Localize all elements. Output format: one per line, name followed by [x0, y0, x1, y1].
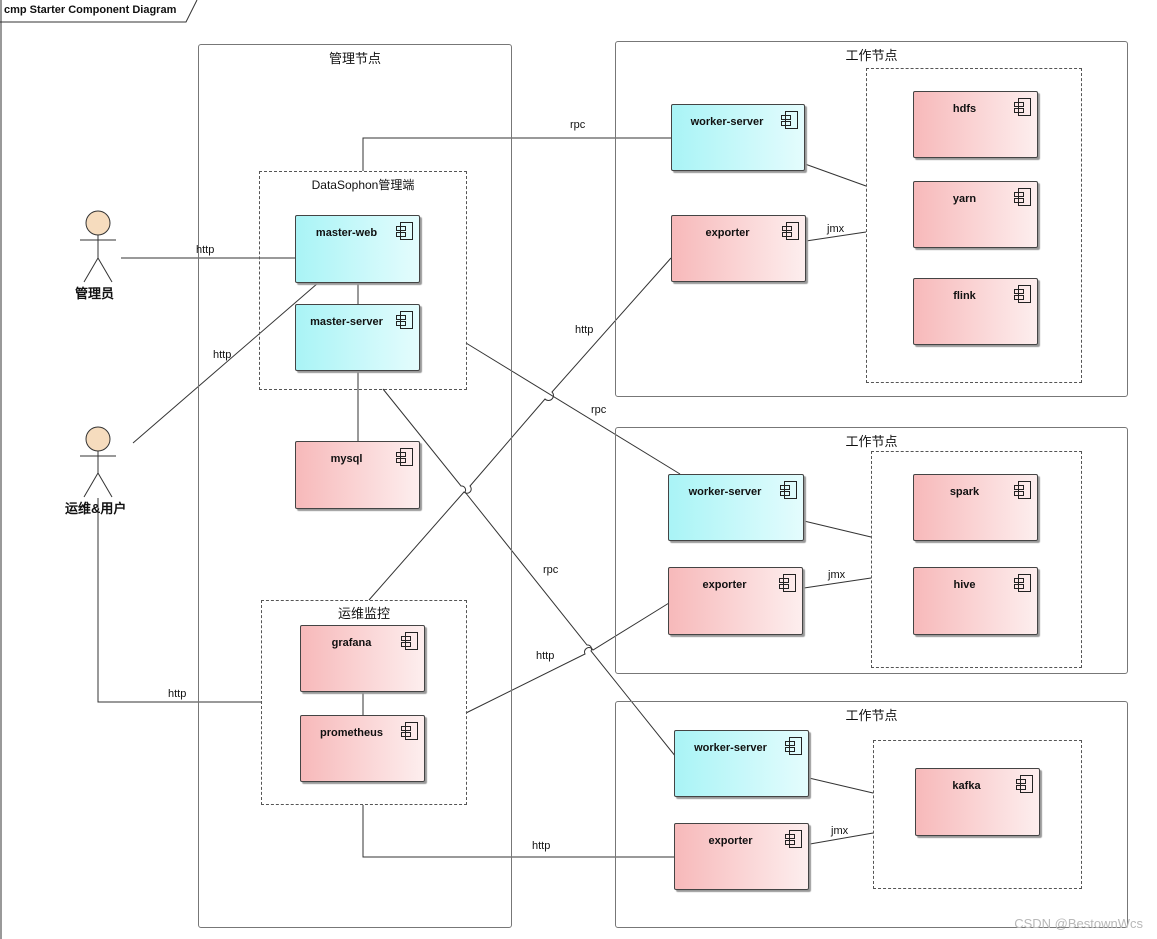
worker-server-1[interactable]: worker-server — [671, 104, 805, 171]
worker-server-1-label: worker-server — [690, 116, 764, 128]
flink-component[interactable]: flink — [913, 278, 1038, 345]
edge-label-rpc-worker2: rpc — [591, 404, 607, 416]
prometheus-component[interactable]: prometheus — [300, 715, 425, 782]
component-icon — [781, 111, 798, 129]
mysql-component[interactable]: mysql — [295, 441, 420, 509]
worker-server-2[interactable]: worker-server — [668, 474, 804, 541]
master-web-component[interactable]: master-web — [295, 215, 420, 283]
edge-label-http-exporter3: http — [532, 840, 551, 852]
spark-component[interactable]: spark — [913, 474, 1038, 541]
hdfs-label: hdfs — [952, 103, 977, 115]
actor-ops-head — [85, 426, 111, 452]
worker-server-3-label: worker-server — [694, 742, 767, 754]
component-icon — [1014, 481, 1031, 499]
actor-ops-figure — [80, 451, 116, 498]
edge-label-user-http-grafana: http — [168, 688, 187, 700]
component-icon — [401, 722, 418, 740]
component-icon — [396, 448, 413, 466]
worker-node-3-title: 工作节点 — [845, 708, 898, 723]
master-server-component[interactable]: master-server — [295, 304, 420, 371]
component-icon — [396, 311, 413, 329]
edge-label-rpc-worker1: rpc — [570, 119, 586, 131]
component-icon — [1014, 188, 1031, 206]
component-icon — [396, 222, 413, 240]
actor-admin-name: 管理员 — [75, 286, 115, 301]
flink-label: flink — [953, 290, 976, 302]
component-icon — [1014, 98, 1031, 116]
grafana-label: grafana — [331, 637, 372, 649]
management-node: 管理节点 — [198, 44, 512, 928]
spark-label: spark — [949, 486, 980, 498]
exporter-2-label: exporter — [702, 579, 747, 591]
actor-admin-figure — [80, 235, 116, 283]
edge-label-jmx2: jmx — [828, 569, 846, 581]
kafka-label: kafka — [952, 780, 981, 792]
exporter-3-label: exporter — [708, 835, 753, 847]
edge-label-http-exporter1: http — [575, 324, 594, 336]
ops-monitoring-group-title: 运维监控 — [337, 606, 390, 621]
worker-node-2-services-group — [871, 451, 1082, 668]
hdfs-component[interactable]: hdfs — [913, 91, 1038, 158]
kafka-component[interactable]: kafka — [915, 768, 1040, 836]
watermark: CSDN @BestownWcs — [1014, 916, 1143, 931]
component-icon — [1016, 775, 1033, 793]
ops-monitoring-group: 运维监控 — [261, 600, 467, 805]
actor-admin-head — [85, 210, 111, 236]
edge-label-jmx3: jmx — [831, 825, 849, 837]
actor-ops-name: 运维&用户 — [65, 501, 127, 516]
datasophon-group-title: DataSophon管理端 — [311, 178, 415, 192]
exporter-1-label: exporter — [705, 227, 750, 239]
worker-node-3: 工作节点 — [615, 701, 1128, 928]
worker-node-1-services-group — [866, 68, 1082, 383]
worker-node-1-title: 工作节点 — [845, 48, 898, 63]
datasophon-group: DataSophon管理端 — [259, 171, 467, 390]
exporter-1[interactable]: exporter — [671, 215, 806, 282]
mysql-label: mysql — [330, 453, 363, 465]
worker-node-2: 工作节点 — [615, 427, 1128, 674]
edge-label-http-exporter2: http — [536, 650, 555, 662]
worker-node-1: 工作节点 — [615, 41, 1128, 397]
management-node-title: 管理节点 — [328, 51, 381, 66]
worker-node-2-title: 工作节点 — [845, 434, 898, 449]
component-icon — [780, 481, 797, 499]
edge-label-jmx1: jmx — [827, 223, 845, 235]
prometheus-label: prometheus — [320, 727, 383, 739]
yarn-label: yarn — [952, 193, 977, 205]
master-web-label: master-web — [315, 227, 378, 239]
component-icon — [785, 830, 802, 848]
edge-label-user-http-web: http — [213, 349, 232, 361]
component-icon — [782, 222, 799, 240]
yarn-component[interactable]: yarn — [913, 181, 1038, 248]
component-icon — [785, 737, 802, 755]
hive-label: hive — [953, 579, 976, 591]
worker-server-3[interactable]: worker-server — [674, 730, 809, 797]
exporter-3[interactable]: exporter — [674, 823, 809, 890]
exporter-2[interactable]: exporter — [668, 567, 803, 635]
hive-component[interactable]: hive — [913, 567, 1038, 635]
component-icon — [401, 632, 418, 650]
diagram-title: cmp Starter Component Diagram — [4, 4, 177, 16]
component-icon — [1014, 285, 1031, 303]
component-icon — [779, 574, 796, 592]
master-server-label: master-server — [310, 316, 383, 328]
edge-label-rpc-worker3: rpc — [543, 564, 559, 576]
worker-node-3-services-group — [873, 740, 1082, 889]
grafana-component[interactable]: grafana — [300, 625, 425, 692]
worker-server-2-label: worker-server — [688, 486, 762, 498]
edge-label-admin-http: http — [196, 244, 215, 256]
component-icon — [1014, 574, 1031, 592]
